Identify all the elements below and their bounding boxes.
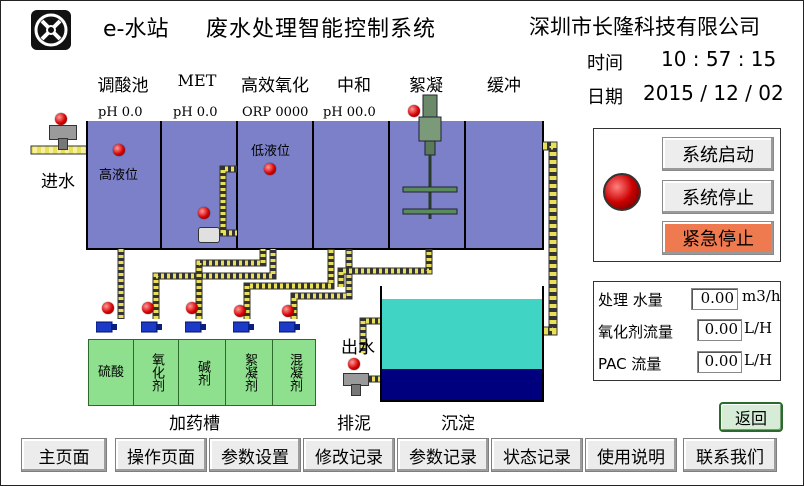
low-level-lamp [264,163,276,175]
nav-status-log[interactable]: 状态记录 [491,438,583,472]
nav-parameter-log[interactable]: 参数记录 [397,438,489,472]
meter-orp: ORP 0000 [242,105,309,120]
dosing-pump-5[interactable] [278,319,301,333]
meter-ph-acid: pH 0.0 [98,105,143,120]
dosing-pump-lamp-5 [282,305,294,317]
title-brand: e-水站 [103,17,169,42]
readout-value-flow: 0.00 [691,288,738,310]
inlet-label: 进水 [41,172,75,192]
dosing-pump-4[interactable] [232,319,255,333]
tank-label-acid: 调酸池 [97,76,149,96]
emergency-stop-button[interactable]: 紧急停止 [662,221,774,255]
time-label: 时间 [587,53,623,74]
nav-contact-us[interactable]: 联系我们 [683,438,777,472]
readout-value-oxidant: 0.00 [697,319,742,341]
met-pump-lamp [198,207,210,219]
low-level-label: 低液位 [251,144,291,159]
system-status-lamp [603,173,641,211]
readout-label-pac: PAC 流量 [598,355,662,373]
readout-panel [593,281,781,381]
dosing-pump-lamp-3 [186,302,198,314]
high-level-lamp [113,144,125,156]
dosing-pump-3[interactable] [184,319,207,333]
settling-label: 沉淀 [441,414,475,434]
dosing-tank-alkali: 碱剂 [178,339,226,406]
sludge-label: 排泥 [337,414,371,434]
readout-value-pac: 0.00 [697,351,742,373]
tank-label-met: MET [177,71,217,90]
mixer-motor[interactable] [419,93,441,157]
tank-label-flocculation: 絮凝 [409,76,443,96]
nav-parameter-settings[interactable]: 参数设置 [209,438,301,472]
mixer-lamp [408,105,420,117]
readout-label-flow: 处理 水量 [598,291,663,309]
dosing-title: 加药槽 [169,414,220,434]
inlet-valve[interactable] [49,125,77,150]
company-name: 深圳市长隆科技有限公司 [529,15,760,39]
date-value: 2015 / 12 / 02 [643,81,784,105]
system-stop-button[interactable]: 系统停止 [662,180,774,214]
met-pump[interactable] [198,227,220,243]
system-start-button[interactable]: 系统启动 [662,137,774,171]
dosing-tank-acid: 硫酸 [88,339,134,406]
dosing-tank-flocculant: 絮凝剂 [225,339,273,406]
sludge-valve-lamp [348,358,360,370]
dosing-pump-1[interactable] [95,319,118,333]
time-value: 10 : 57 : 15 [661,47,777,71]
date-label: 日期 [587,87,623,108]
sludge-valve[interactable] [343,373,369,396]
readout-label-oxidant: 氧化剂流量 [598,323,674,341]
nav-operation[interactable]: 操作页面 [115,438,207,472]
nav-user-guide[interactable]: 使用说明 [585,438,677,472]
readout-unit-pac: L/H [744,351,773,369]
readout-unit-oxidant: L/H [744,319,773,337]
dosing-tank-oxidant: 氧化剂 [133,339,179,406]
meter-ph-met: pH 0.0 [173,105,218,120]
nav-home[interactable]: 主页面 [21,438,107,472]
tank-label-neutralize: 中和 [337,76,371,96]
valve-x-logo-icon [34,13,68,47]
outlet-label: 出水 [341,338,375,358]
app-logo [31,10,71,50]
dosing-pump-lamp-4 [234,305,246,317]
meter-ph-neutralize: pH 00.0 [323,105,376,120]
tank-label-buffer: 缓冲 [487,76,521,96]
nav-modification-log[interactable]: 修改记录 [303,438,395,472]
high-level-label: 高液位 [99,168,139,183]
dosing-pump-2[interactable] [140,319,163,333]
dosing-pump-lamp-2 [142,302,154,314]
dosing-pump-lamp-1 [102,302,114,314]
dosing-tank-coagulant: 混凝剂 [272,339,316,406]
inlet-valve-lamp [55,113,67,125]
title-system: 废水处理智能控制系统 [206,17,437,42]
back-button[interactable]: 返回 [719,402,783,432]
tank-label-oxidation: 高效氧化 [241,76,309,96]
readout-unit-flow: m3/h [742,287,781,305]
